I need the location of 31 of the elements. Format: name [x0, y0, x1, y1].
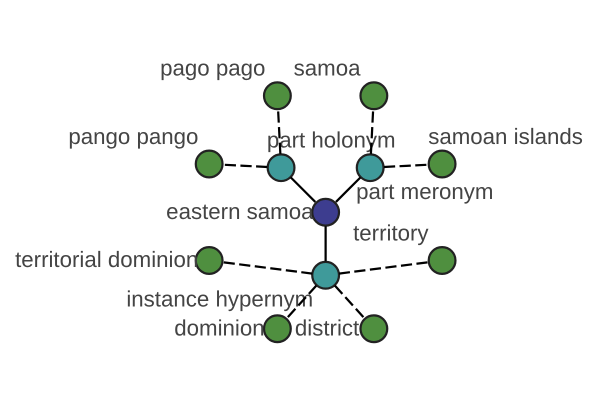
- node-circle: [262, 314, 292, 344]
- node-circle: [311, 260, 340, 290]
- connector: [384, 164, 428, 168]
- node-circle: [356, 153, 385, 182]
- node-circle: [266, 153, 296, 182]
- node-label: part holonym: [266, 128, 396, 153]
- node-label: district: [294, 315, 360, 340]
- node-label: pago pago: [160, 56, 266, 81]
- connector: [290, 176, 316, 203]
- node-label: instance hypernym: [126, 286, 314, 312]
- node-circle: [428, 246, 457, 275]
- connector: [286, 284, 318, 320]
- node-label: territory: [353, 220, 429, 246]
- node-label: part meronym: [356, 178, 494, 204]
- connector: [276, 110, 282, 154]
- node-label: pango pango: [68, 124, 198, 149]
- node-circle: [359, 314, 388, 344]
- node-circle: [262, 81, 292, 110]
- connector: [222, 261, 312, 275]
- node-circle: [194, 150, 224, 178]
- connector: [324, 226, 327, 262]
- connector: [334, 284, 366, 320]
- connector: [222, 164, 268, 168]
- node-circle: [359, 81, 388, 110]
- node-label: samoa: [294, 56, 360, 81]
- connector: [335, 176, 362, 203]
- node-label: dominion: [174, 315, 265, 340]
- connector: [338, 261, 428, 275]
- connector: [370, 110, 374, 154]
- node-label: samoan islands: [428, 124, 583, 149]
- node-circle: [428, 150, 457, 178]
